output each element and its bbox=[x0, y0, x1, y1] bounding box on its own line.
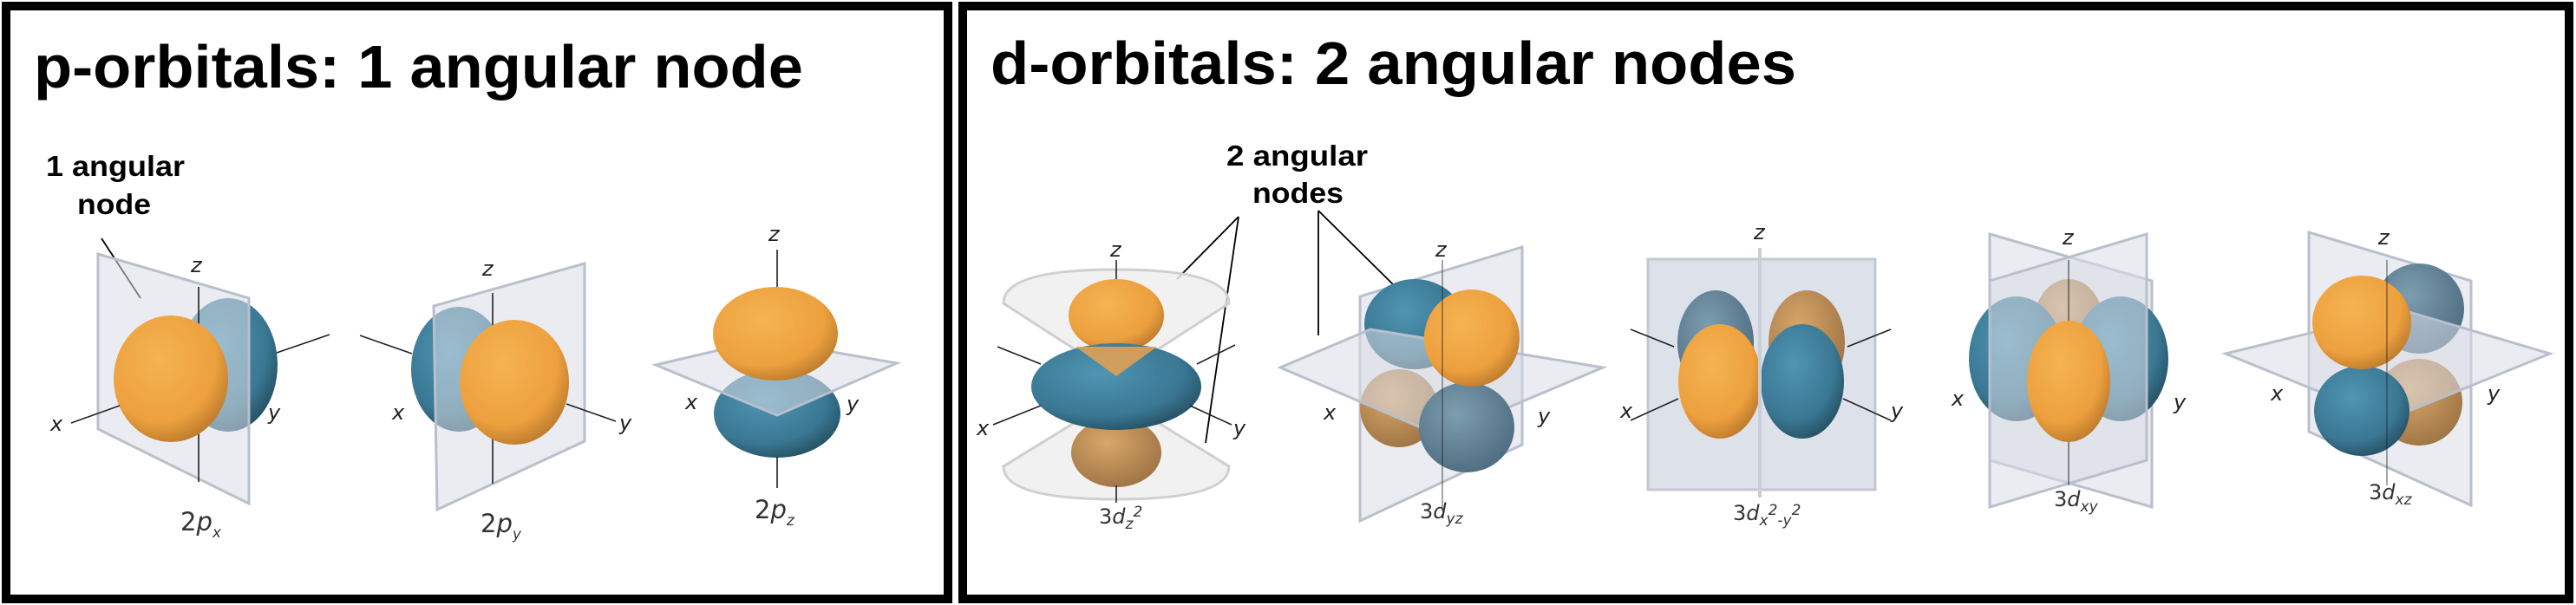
y-axis-label: y bbox=[846, 392, 860, 416]
positive-lobe-upper bbox=[2312, 276, 2411, 369]
p-callout-line2: node bbox=[77, 188, 151, 220]
positive-lobe-front bbox=[2027, 321, 2110, 442]
z-axis-label: z bbox=[481, 257, 494, 281]
positive-lobe bbox=[114, 316, 228, 442]
orbital-3dyz: z x y 3dyz bbox=[1277, 237, 1608, 528]
y-axis-label: y bbox=[618, 411, 632, 435]
x-axis-label: x bbox=[49, 412, 63, 436]
x-axis bbox=[359, 335, 413, 355]
x-axis-back bbox=[997, 346, 1042, 365]
y-axis-label: y bbox=[267, 400, 281, 425]
nodal-plane-horizontal bbox=[1277, 328, 1608, 438]
p-callout-line1: 1 angular bbox=[46, 150, 185, 182]
y-axis-label: y bbox=[2487, 381, 2501, 406]
x-axis-label: x bbox=[684, 390, 698, 414]
p-panel-border bbox=[2, 2, 952, 603]
y-axis-label: y bbox=[1232, 416, 1246, 440]
orbital-label-2pz: 2pz bbox=[755, 495, 795, 530]
orbital-3dx2-y2: z x y 3dx2-y2 bbox=[1619, 220, 1904, 530]
d-panel-border bbox=[958, 2, 2573, 603]
x-axis-label: x bbox=[1619, 399, 1633, 423]
orbital-label-2py: 2py bbox=[481, 509, 522, 543]
y-axis bbox=[1842, 398, 1892, 421]
z-axis-label: z bbox=[768, 222, 781, 246]
orbital-3dz2: z x y 3dz2 bbox=[976, 237, 1246, 533]
x-axis bbox=[1630, 398, 1679, 421]
y-axis bbox=[276, 334, 330, 354]
d-callout-line1: 2 angular bbox=[1226, 140, 1368, 172]
z-axis-label: z bbox=[2377, 225, 2390, 250]
y-axis bbox=[566, 403, 617, 422]
d-callout-line2: nodes bbox=[1252, 177, 1344, 209]
x-axis bbox=[992, 405, 1042, 426]
orbital-label-3dyz: 3dyz bbox=[1420, 499, 1464, 528]
p-panel-title: p-orbitals: 1 angular node bbox=[34, 33, 803, 101]
positive-lobe-front bbox=[1678, 324, 1762, 439]
x-axis-label: x bbox=[1951, 387, 1965, 411]
orbital-3dxz: z x y 3dxz bbox=[2221, 225, 2554, 509]
x-axis bbox=[70, 405, 121, 424]
z-axis-label: z bbox=[190, 253, 203, 277]
x-axis-label: x bbox=[976, 416, 990, 440]
orbital-label-3dxz: 3dxz bbox=[2369, 480, 2413, 509]
negative-lobe-lower bbox=[2314, 366, 2409, 456]
positive-lobe-upper bbox=[1424, 289, 1520, 387]
y-axis-label: y bbox=[1537, 404, 1551, 428]
negative-lobe-front bbox=[1761, 324, 1844, 439]
z-axis-label: z bbox=[1753, 220, 1766, 244]
lobe-cone-overlap bbox=[1076, 347, 1157, 376]
x-axis-back bbox=[1630, 329, 1675, 348]
orbital-3dxy: z x y 3dxy bbox=[1951, 225, 2187, 516]
positive-lobe-top bbox=[1069, 279, 1164, 352]
orbital-label-3dx2-y2: 3dx2-y2 bbox=[1733, 501, 1801, 530]
orbital-2px: z x y 2px bbox=[49, 251, 330, 542]
z-axis-label: z bbox=[2062, 225, 2075, 250]
x-axis-label: x bbox=[1323, 400, 1337, 425]
orbital-label-2px: 2px bbox=[180, 507, 222, 542]
y-axis-back bbox=[1196, 344, 1236, 365]
d-panel-title: d-orbitals: 2 angular nodes bbox=[991, 29, 1796, 97]
orbital-label-3dz2: 3dz2 bbox=[1099, 504, 1142, 533]
y-axis-label: y bbox=[2173, 390, 2187, 414]
y-axis bbox=[1189, 405, 1232, 426]
orbital-2py: z x y 2py bbox=[359, 257, 632, 543]
z-axis-label: z bbox=[1435, 237, 1448, 262]
orbital-label-3dxy: 3dxy bbox=[2054, 487, 2099, 516]
positive-lobe bbox=[713, 287, 838, 381]
negative-lobe-lower bbox=[1419, 382, 1514, 472]
x-axis-label: x bbox=[2270, 381, 2284, 406]
positive-lobe-bottom bbox=[1071, 418, 1161, 487]
y-axis-label: y bbox=[1890, 399, 1904, 423]
z-axis-label: z bbox=[1109, 237, 1122, 262]
negative-torus bbox=[1031, 343, 1201, 430]
d-callout-pointers bbox=[1176, 210, 1395, 444]
y-axis-back bbox=[1847, 329, 1892, 348]
orbital-2pz: z x y 2pz bbox=[651, 222, 902, 530]
positive-lobe bbox=[460, 320, 569, 445]
x-axis-label: x bbox=[391, 400, 405, 425]
